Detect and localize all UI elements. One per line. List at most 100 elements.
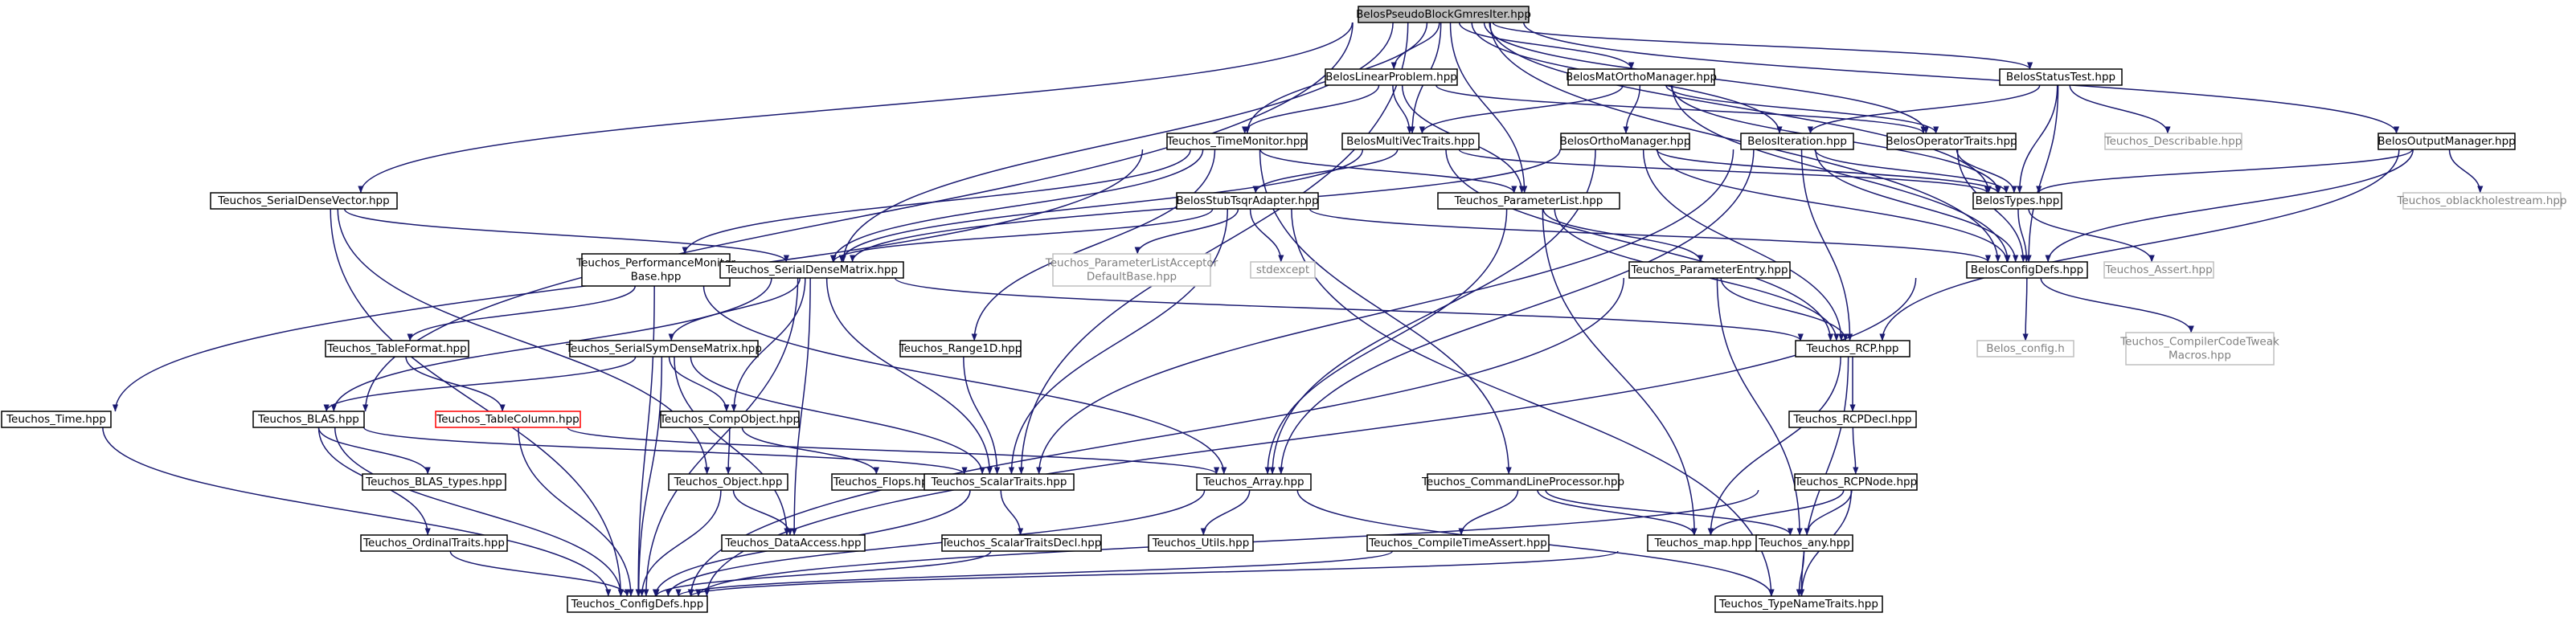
node-blas[interactable]: Teuchos_BLAS.hpp (252, 411, 365, 428)
node-matortho[interactable]: BelosMatOrthoManager.hpp (1566, 68, 1717, 86)
node-object[interactable]: Teuchos_Object.hpp (668, 473, 788, 491)
node-serialsym[interactable]: Teuchos_SerialSymDenseMatrix.hpp (565, 340, 762, 357)
edge-tsqr-to-scalartraits (1008, 208, 1229, 475)
edge-outputmgr-to-oblack (2448, 149, 2484, 194)
node-array[interactable]: Teuchos_Array.hpp (1196, 473, 1312, 491)
node-box-iteration (1740, 133, 1854, 150)
edge-tsqr-to-placcept (1134, 208, 1239, 255)
edge-sdvec-to-sdmat (343, 208, 789, 263)
node-box-rcpdecl (1788, 411, 1917, 428)
node-sdmat[interactable]: Teuchos_SerialDenseMatrix.hpp (719, 261, 904, 279)
node-paramentry[interactable]: Teuchos_ParameterEntry.hpp (1628, 261, 1791, 279)
node-any[interactable]: Teuchos_any.hpp (1755, 534, 1853, 552)
edge-object-to-dataaccess (732, 489, 793, 536)
node-paramlist[interactable]: Teuchos_ParameterList.hpp (1437, 192, 1620, 210)
node-timemon[interactable]: Teuchos_TimeMonitor.hpp (1166, 133, 1308, 150)
node-tableformat[interactable]: Teuchos_TableFormat.hpp (325, 340, 469, 357)
node-typename[interactable]: Teuchos_TypeNameTraits.hpp (1714, 595, 1883, 613)
edge-blas-to-configdefs_t (334, 427, 625, 597)
node-box-stdexcept (1250, 261, 1316, 279)
node-utils[interactable]: Teuchos_Utils.hpp (1148, 534, 1254, 552)
node-orthomgr[interactable]: BelosOrthoManager.hpp (1560, 133, 1691, 150)
node-rcpnode[interactable]: Teuchos_RCPNode.hpp (1794, 473, 1918, 491)
node-cmdline[interactable]: Teuchos_CommandLineProcessor.hpp (1421, 473, 1624, 491)
edge-statustest-to-iteration (1807, 84, 2041, 134)
node-assert[interactable]: Teuchos_Assert.hpp (2103, 261, 2214, 279)
node-label-iteration: BelosIteration.hpp (1747, 135, 1847, 148)
node-map[interactable]: Teuchos_map.hpp (1647, 534, 1759, 552)
node-oblack[interactable]: Teuchos_oblackholestream.hpp (2396, 192, 2567, 210)
node-label-describable: Teuchos_Describable.hpp (2104, 135, 2242, 148)
node-box-matortho (1567, 68, 1715, 86)
edge-paramlist-to-map (1542, 208, 1698, 536)
node-label-map: Teuchos_map.hpp (1654, 537, 1752, 550)
edge-linprob-to-optraits (1435, 84, 1927, 134)
edge-outputmgr-to-configdefs_b (2045, 149, 2414, 263)
node-linprob[interactable]: BelosLinearProblem.hpp (1325, 68, 1458, 86)
node-label-compileassert: Teuchos_CompileTimeAssert.hpp (1368, 537, 1547, 550)
edge-pseudo-to-scalartraits (1018, 22, 1409, 475)
edge-multivec-to-sdmat (838, 149, 1364, 263)
node-placcept[interactable]: Teuchos_ParameterListAcceptorDefaultBase… (1045, 253, 1218, 287)
node-box-scalartraits (924, 473, 1075, 491)
edge-sdvec-to-configdefs_t (330, 208, 624, 597)
edge-pseudo-to-sdvec (358, 22, 1354, 194)
node-label-rcp: Teuchos_RCP.hpp (1806, 342, 1899, 355)
node-statustest[interactable]: BelosStatusTest.hpp (1999, 68, 2123, 86)
node-box-linprob (1325, 68, 1458, 86)
edge-serialsym-to-configdefs_t (636, 356, 663, 597)
node-label-multivec: BelosMultiVecTraits.hpp (1346, 135, 1475, 148)
node-range1d[interactable]: Teuchos_Range1D.hpp (899, 340, 1022, 357)
node-configdefs_b[interactable]: BelosConfigDefs.hpp (1966, 261, 2088, 279)
node-box-placcept (1052, 253, 1211, 287)
node-outputmgr[interactable]: BelosOutputManager.hpp (2377, 133, 2516, 150)
node-label-paramlist: Teuchos_ParameterList.hpp (1454, 194, 1603, 207)
node-multivec[interactable]: BelosMultiVecTraits.hpp (1341, 133, 1480, 150)
node-belosconfig[interactable]: Belos_config.h (1976, 340, 2074, 357)
node-label-array: Teuchos_Array.hpp (1202, 476, 1304, 488)
node-scalartraits[interactable]: Teuchos_ScalarTraits.hpp (924, 473, 1075, 491)
node-types[interactable]: BelosTypes.hpp (1972, 192, 2062, 210)
node-label-assert: Teuchos_Assert.hpp (2104, 264, 2212, 276)
node-compobject[interactable]: Teuchos_CompObject.hpp (659, 411, 800, 428)
edge-pseudo-to-statustest (1492, 22, 2033, 70)
edge-paramentry-to-rcp (1720, 277, 1849, 341)
node-pseudo[interactable]: BelosPseudoBlockGmresIter.hpp (1356, 6, 1531, 23)
node-label-optraits: BelosOperatorTraits.hpp (1886, 135, 2017, 148)
node-ordinal[interactable]: Teuchos_OrdinalTraits.hpp (360, 534, 508, 552)
node-label-tsqr: BelosStubTsqrAdapter.hpp (1176, 194, 1318, 207)
edge-tsqr-to-stdexcept (1249, 208, 1284, 263)
node-describable[interactable]: Teuchos_Describable.hpp (2104, 133, 2242, 150)
node-rcpdecl[interactable]: Teuchos_RCPDecl.hpp (1788, 411, 1917, 428)
edge-matortho-to-configdefs_b (1671, 84, 2011, 263)
node-box-types (1972, 192, 2062, 210)
node-blastypes[interactable]: Teuchos_BLAS_types.hpp (362, 473, 506, 491)
node-label-placcept: Teuchos_ParameterListAcceptor (1045, 257, 1218, 270)
node-flops[interactable]: Teuchos_Flops.hpp (831, 473, 937, 491)
node-optraits[interactable]: BelosOperatorTraits.hpp (1886, 133, 2017, 150)
node-time[interactable]: Teuchos_Time.hpp (1, 411, 112, 428)
edge-iteration-to-array (1278, 149, 1755, 475)
edge-pseudo-to-sdmat (840, 22, 1394, 263)
edge-time-to-configdefs_t (102, 427, 612, 597)
node-tablecol[interactable]: Teuchos_TableColumn.hpp (435, 411, 581, 428)
node-rcp[interactable]: Teuchos_RCP.hpp (1795, 340, 1910, 357)
node-scalardecl[interactable]: Teuchos_ScalarTraitsDecl.hpp (941, 534, 1102, 552)
edge-multivec-to-rcp (1445, 149, 1834, 341)
node-box-pseudo (1358, 6, 1530, 23)
node-compileassert[interactable]: Teuchos_CompileTimeAssert.hpp (1366, 534, 1550, 552)
node-label-matortho: BelosMatOrthoManager.hpp (1566, 71, 1717, 84)
edge-tablecol-to-array (567, 427, 1219, 475)
edge-sdmat-to-scalartraits (825, 277, 993, 475)
node-dataaccess[interactable]: Teuchos_DataAccess.hpp (721, 534, 866, 552)
node-sdvec[interactable]: Teuchos_SerialDenseVector.hpp (210, 192, 398, 210)
node-iteration[interactable]: BelosIteration.hpp (1740, 133, 1854, 150)
edge-tablecol-to-configdefs_t (518, 427, 634, 597)
node-tsqr[interactable]: BelosStubTsqrAdapter.hpp (1176, 192, 1319, 210)
node-configdefs_t[interactable]: Teuchos_ConfigDefs.hpp (567, 595, 708, 613)
edge-array-to-configdefs_t (665, 489, 1206, 597)
node-stdexcept[interactable]: stdexcept (1250, 261, 1316, 279)
edge-pseudo-to-outputmgr (1523, 22, 2400, 134)
